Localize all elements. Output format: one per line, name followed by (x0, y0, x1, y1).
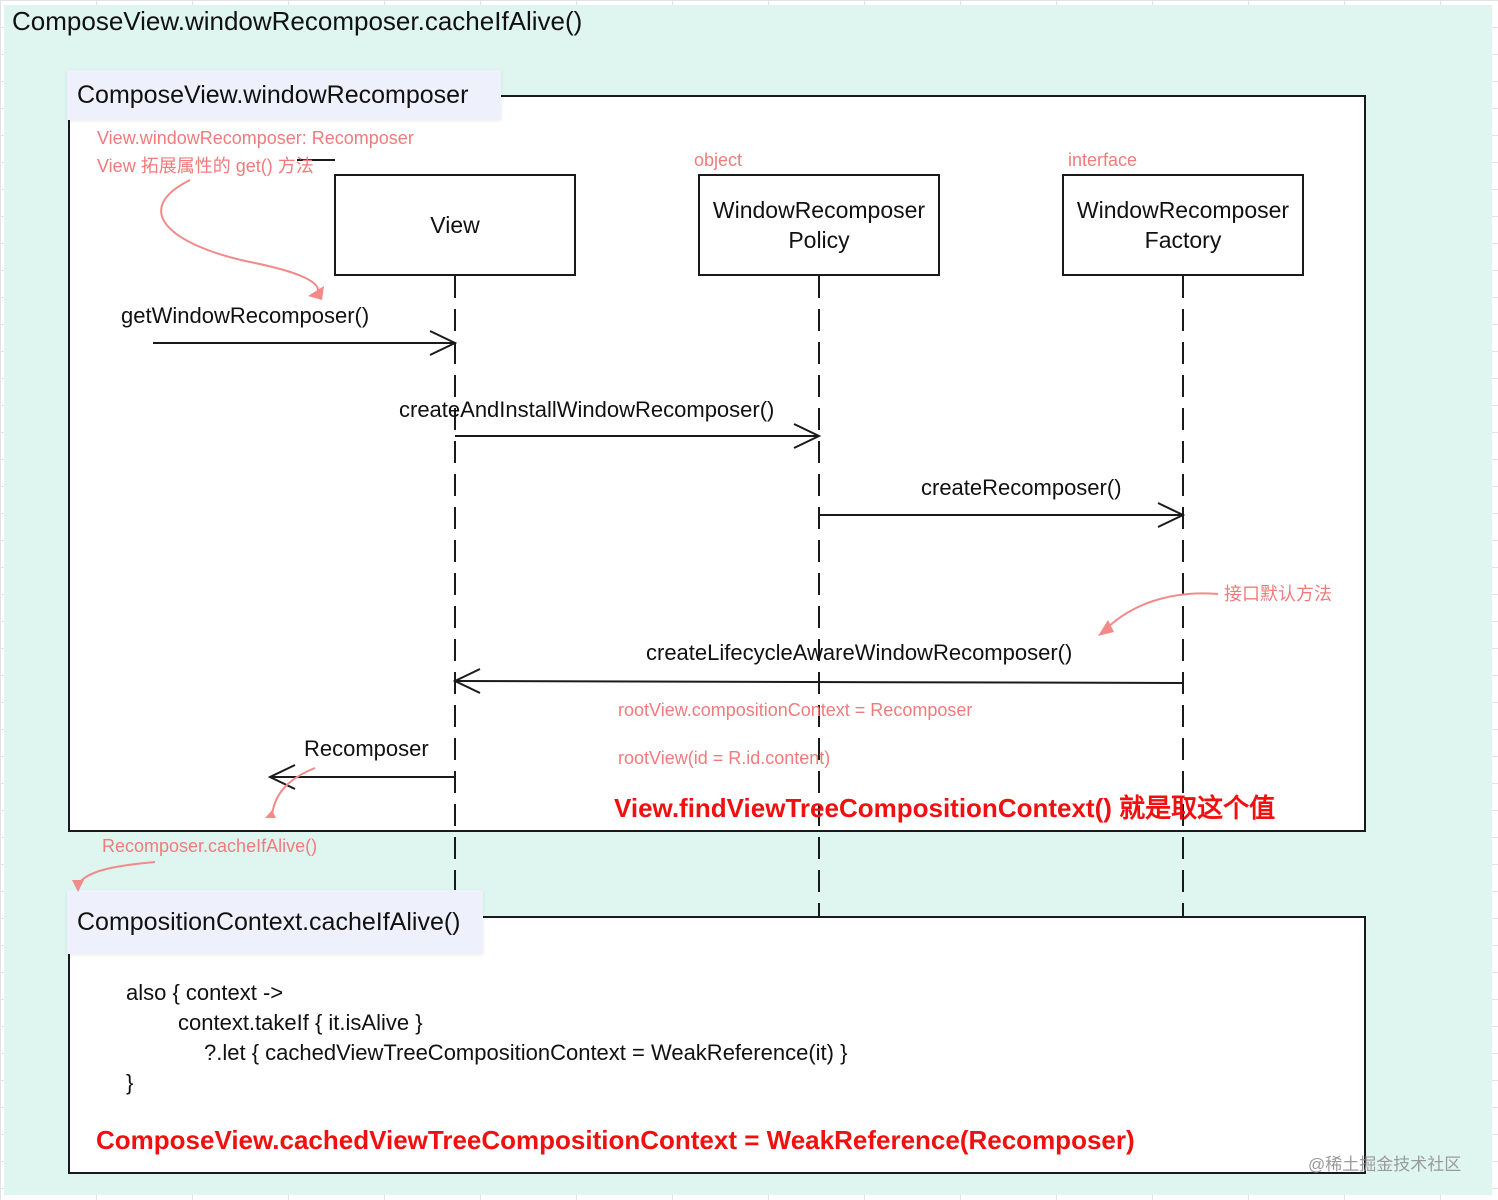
note-interface-default: 接口默认方法 (1224, 584, 1332, 604)
message-create-recomposer: createRecomposer() (921, 475, 1122, 500)
note-arrowhead-4 (72, 880, 84, 892)
diagram-title: ComposeView.windowRecomposer.cacheIfAliv… (12, 6, 583, 36)
note-pointer-cache-if-alive (77, 861, 156, 886)
participant-window-recomposer-policy: WindowRecomposer Policy (698, 174, 940, 276)
code-line-2: context.takeIf { it.isAlive } (178, 1010, 423, 1035)
message-create-and-install: createAndInstallWindowRecomposer() (399, 397, 775, 422)
message-create-lifecycle-aware: createLifecycleAwareWindowRecomposer() (646, 640, 1073, 665)
policy-stereotype: object (694, 150, 743, 170)
factory-stereotype: interface (1068, 150, 1138, 170)
code-line-4: } (126, 1070, 134, 1095)
code-line-3: ?.let { cachedViewTreeCompositionContext… (204, 1040, 848, 1065)
participant-policy-line2: Policy (788, 227, 850, 253)
arrowhead-create-lifecycle-aware (452, 668, 481, 694)
participant-policy-line1: WindowRecomposer (712, 197, 926, 223)
participant-view-label: View (430, 212, 480, 238)
frame-cache-if-alive (68, 916, 1366, 1174)
note-window-recomposer-line2: View 拓展属性的 get() 方法 (97, 156, 314, 176)
participant-window-recomposer-factory: WindowRecomposer Factory (1062, 174, 1304, 276)
arrow-create-lifecycle-aware (454, 680, 1184, 684)
participant-factory-line1: WindowRecomposer (1076, 197, 1290, 223)
arrowhead-create-and-install (793, 423, 822, 449)
participant-view: View (334, 174, 576, 276)
arrowhead-create-recomposer (1157, 502, 1186, 528)
note-arrowhead-2 (1098, 620, 1114, 636)
note-arrowhead-3 (265, 810, 276, 818)
note-root-view: rootView(id = R.id.content) (618, 748, 831, 768)
note-arrowhead-1 (308, 286, 324, 300)
message-return-recomposer: Recomposer (304, 736, 429, 761)
note-pointer-interface-default (1104, 592, 1219, 631)
note-pointer-window-recomposer (160, 179, 320, 293)
note-composition-context: rootView.compositionContext = Recomposer (618, 700, 973, 720)
note-cache-if-alive: Recomposer.cacheIfAlive() (102, 836, 318, 856)
watermark: @稀土掘金技术社区 (1308, 1155, 1462, 1174)
frame-cache-if-alive-label: CompositionContext.cacheIfAlive() (67, 890, 483, 954)
frame-window-recomposer-label: ComposeView.windowRecomposer (67, 70, 501, 120)
message-get-window-recomposer: getWindowRecomposer() (121, 303, 370, 328)
result-cached-context: ComposeView.cachedViewTreeCompositionCon… (96, 1125, 1135, 1155)
participant-factory-line2: Factory (1144, 227, 1222, 253)
code-line-1: also { context -> (126, 980, 284, 1005)
arrowhead-get-window-recomposer (429, 330, 458, 356)
note-window-recomposer-line1: View.windowRecomposer: Recomposer (97, 128, 414, 148)
note-pointer-recomposer (271, 767, 316, 816)
note-find-view-tree-context: View.findViewTreeCompositionContext() 就是… (614, 793, 1276, 823)
